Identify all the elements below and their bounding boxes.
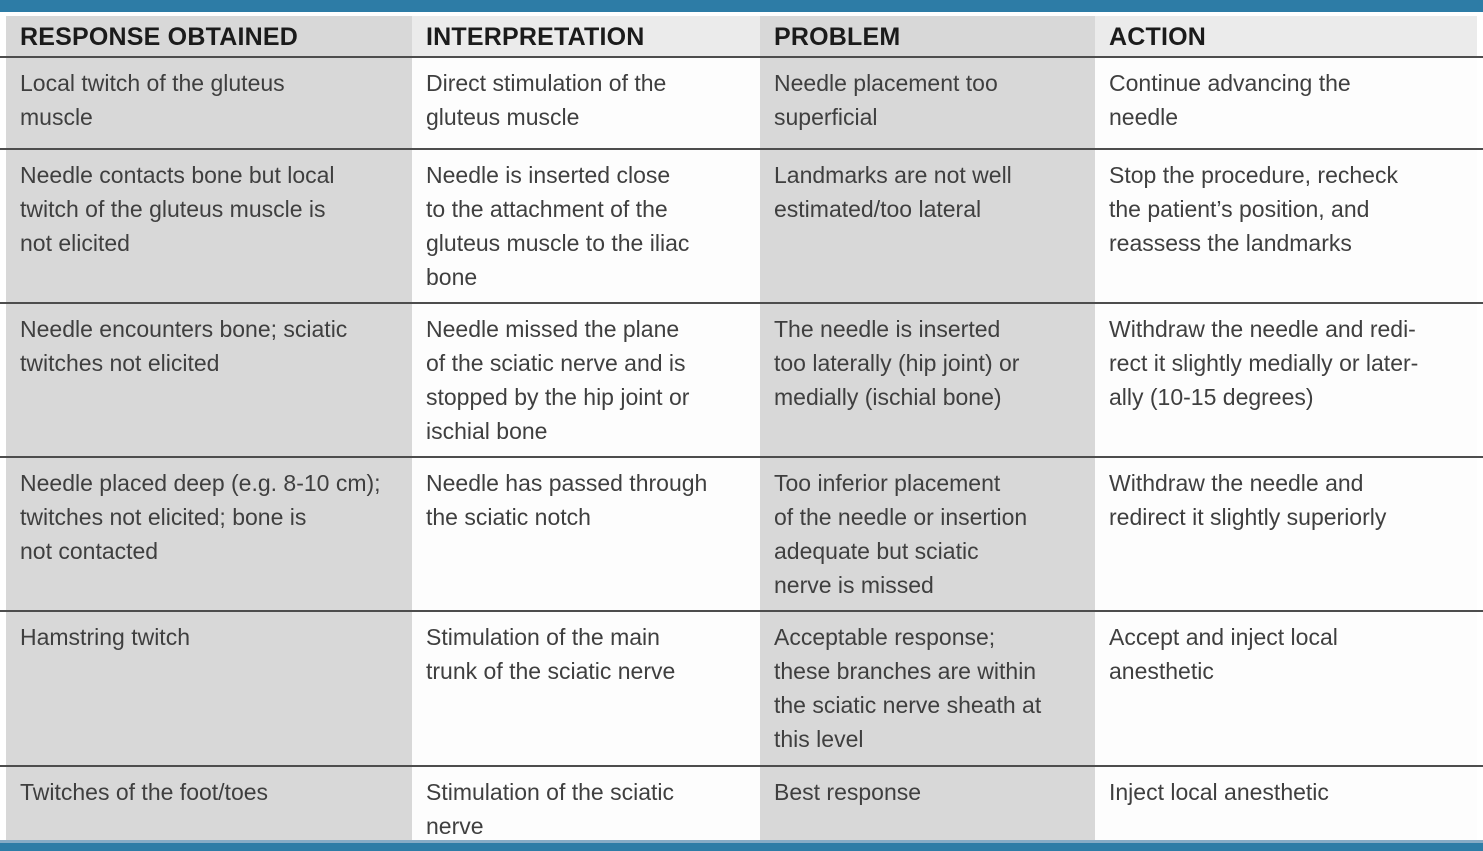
table-row: Needle encounters bone; sciatic twitches… [0,304,1483,458]
table-row: Local twitch of the gluteus muscle Direc… [0,58,1483,150]
column-header-interpretation: INTERPRETATION [412,16,760,56]
table-row: Needle contacts bone but local twitch of… [0,150,1483,304]
top-accent-bar [0,0,1483,12]
cell-problem: Needle placement too superficial [760,58,1095,148]
column-header-problem: PROBLEM [760,16,1095,56]
cell-interpretation: Stimulation of the sciatic nerve [412,767,760,851]
cell-interpretation: Needle is inserted close to the attachme… [412,150,760,302]
cell-problem: Too inferior placement of the needle or … [760,458,1095,610]
cell-action: Continue advancing the needle [1095,58,1477,148]
cell-action: Inject local anesthetic [1095,767,1477,851]
cell-problem: Best response [760,767,1095,851]
cell-response-obtained: Needle encounters bone; sciatic twitches… [6,304,412,456]
table-row: Twitches of the foot/toes Stimulation of… [0,767,1483,851]
cell-problem: Landmarks are not well estimated/too lat… [760,150,1095,302]
cell-action: Withdraw the needle and redi- rect it sl… [1095,304,1477,456]
table-header-row: RESPONSE OBTAINED INTERPRETATION PROBLEM… [0,16,1483,58]
cell-interpretation: Stimulation of the main trunk of the sci… [412,612,760,765]
table-row: Needle placed deep (e.g. 8-10 cm); twitc… [0,458,1483,612]
cell-action: Stop the procedure, recheck the patient’… [1095,150,1477,302]
bottom-accent-bar [0,840,1483,851]
column-header-action: ACTION [1095,16,1477,56]
cell-response-obtained: Needle placed deep (e.g. 8-10 cm); twitc… [6,458,412,610]
cell-action: Accept and inject local anesthetic [1095,612,1477,765]
cell-response-obtained: Local twitch of the gluteus muscle [6,58,412,148]
cell-response-obtained: Hamstring twitch [6,612,412,765]
cell-interpretation: Needle missed the plane of the sciatic n… [412,304,760,456]
cell-action: Withdraw the needle and redirect it slig… [1095,458,1477,610]
cell-interpretation: Needle has passed through the sciatic no… [412,458,760,610]
cell-problem: The needle is inserted too laterally (hi… [760,304,1095,456]
cell-response-obtained: Needle contacts bone but local twitch of… [6,150,412,302]
cell-interpretation: Direct stimulation of the gluteus muscle [412,58,760,148]
cell-problem: Acceptable response; these branches are … [760,612,1095,765]
column-header-response-obtained: RESPONSE OBTAINED [6,16,412,56]
cell-response-obtained: Twitches of the foot/toes [6,767,412,851]
table-row: Hamstring twitch Stimulation of the main… [0,612,1483,767]
